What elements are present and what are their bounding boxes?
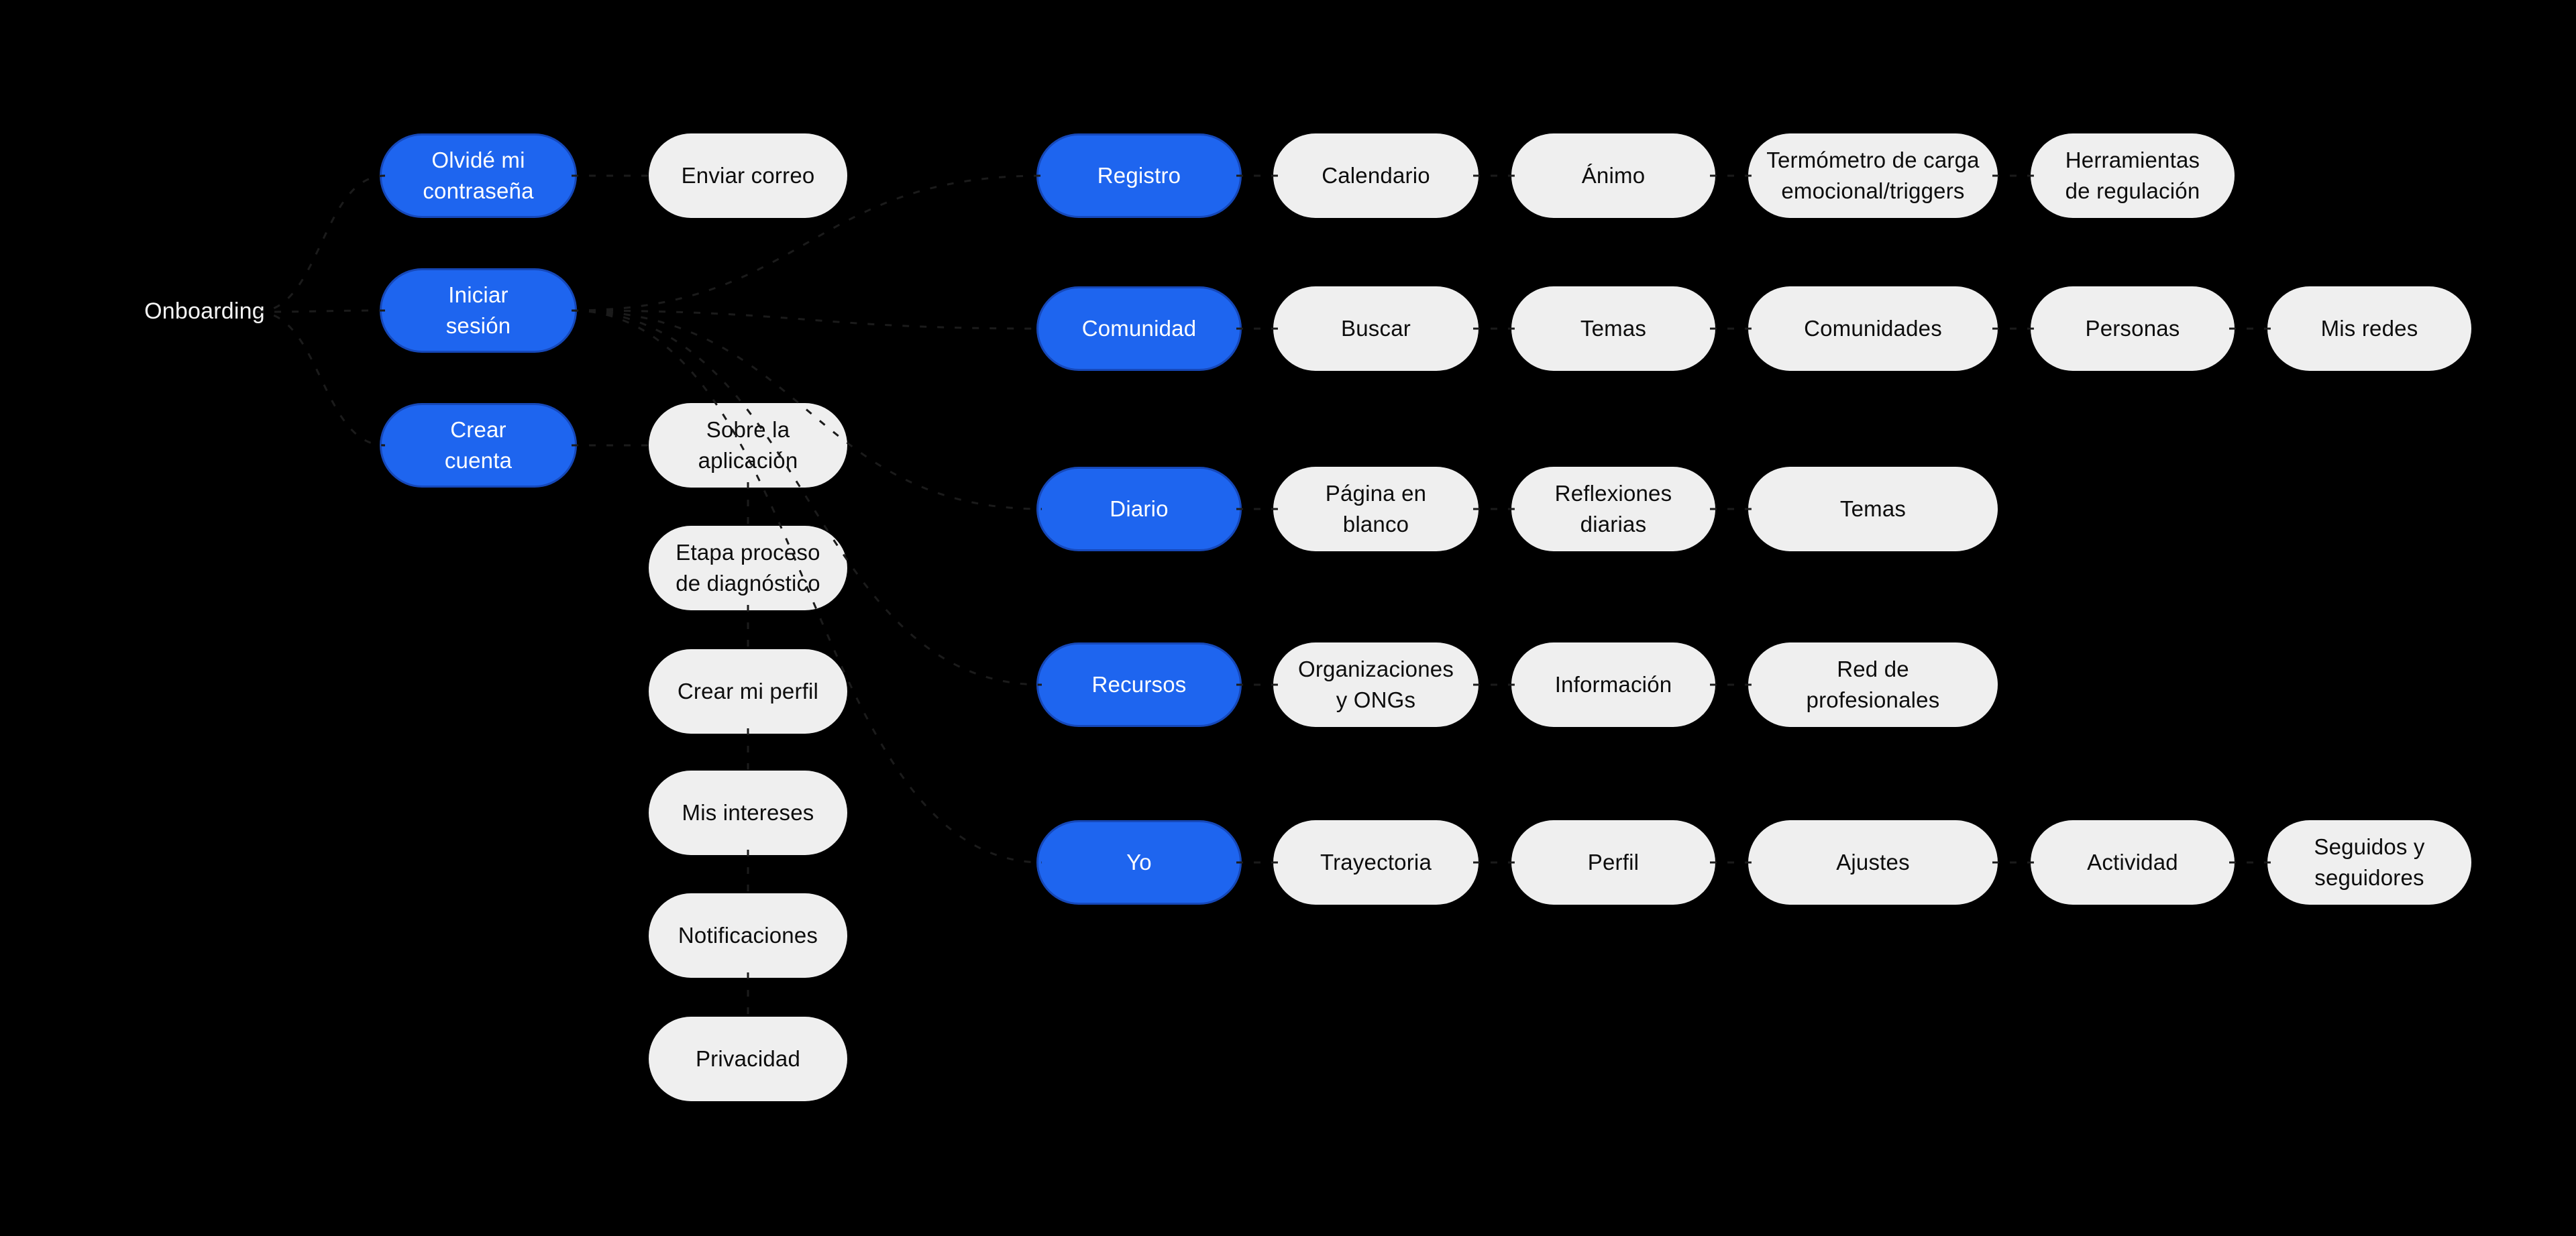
- node-buscar[interactable]: Buscar: [1273, 286, 1479, 371]
- node-comunidad[interactable]: Comunidad: [1036, 286, 1242, 371]
- node-mis-intereses[interactable]: Mis intereses: [649, 771, 847, 855]
- node-personas[interactable]: Personas: [2031, 286, 2235, 371]
- node-label-text: Información: [1554, 671, 1672, 697]
- node-label-text: Calendario: [1322, 162, 1430, 188]
- node-label-text: Mis redes: [2320, 315, 2418, 341]
- node-label-text: Ajustes: [1836, 849, 1910, 875]
- node-label-text: Mis intereses: [682, 799, 814, 825]
- node-crear-cuenta[interactable]: Crear cuenta: [380, 403, 577, 488]
- node-enviar-correo[interactable]: Enviar correo: [649, 133, 847, 218]
- node-comunidades[interactable]: Comunidades: [1748, 286, 1998, 371]
- node-label-text: Ánimo: [1581, 162, 1646, 188]
- node-label-text: Sobre la aplicación: [698, 416, 798, 473]
- node-herramientas-regulacion[interactable]: Herramientas de regulación: [2031, 133, 2235, 218]
- node-notificaciones[interactable]: Notificaciones: [649, 893, 847, 978]
- node-label-text: Página en blanco: [1325, 480, 1427, 537]
- node-label-text: Termómetro de carga emocional/triggers: [1766, 147, 1980, 203]
- node-label-text: Yo: [1126, 849, 1152, 875]
- node-informacion[interactable]: Información: [1511, 642, 1715, 727]
- node-seguidos-y-seguidores[interactable]: Seguidos y seguidores: [2267, 820, 2471, 905]
- node-red-profesionales[interactable]: Red de profesionales: [1748, 642, 1998, 727]
- node-label-text: Actividad: [2087, 849, 2178, 875]
- node-label-text: Crear mi perfil: [677, 678, 819, 704]
- node-perfil[interactable]: Perfil: [1511, 820, 1715, 905]
- node-label-text: Herramientas de regulación: [2065, 147, 2200, 203]
- node-label-text: Crear cuenta: [444, 416, 513, 473]
- node-label-text: Diario: [1110, 496, 1169, 521]
- node-label-text: Olvidé mi contraseña: [423, 147, 534, 203]
- node-sobre-la-aplicacion[interactable]: Sobre la aplicación: [649, 403, 847, 488]
- node-label-text: Red de profesionales: [1806, 656, 1940, 712]
- node-label-text: Notificaciones: [678, 922, 818, 948]
- node-organizaciones-ongs[interactable]: Organizaciones y ONGs: [1273, 642, 1479, 727]
- node-etapa-proceso-diagnostico[interactable]: Etapa proceso de diagnóstico: [649, 526, 847, 610]
- node-diario[interactable]: Diario: [1036, 467, 1242, 551]
- node-label-text: Reflexiones diarias: [1554, 480, 1672, 537]
- node-label-text: Temas: [1839, 496, 1907, 521]
- node-label-text: Buscar: [1341, 315, 1411, 341]
- node-label-text: Etapa proceso de diagnóstico: [676, 539, 820, 596]
- node-label-text: Registro: [1097, 162, 1181, 188]
- connector-onboarding-to-iniciar-sesion: [256, 309, 386, 313]
- node-recursos[interactable]: Recursos: [1036, 642, 1242, 727]
- node-actividad[interactable]: Actividad: [2031, 820, 2235, 905]
- node-yo[interactable]: Yo: [1036, 820, 1242, 905]
- node-trayectoria[interactable]: Trayectoria: [1273, 820, 1479, 905]
- node-label-text: Temas: [1580, 315, 1647, 341]
- connector-onboarding-to-crear-cuenta: [256, 311, 386, 447]
- node-label-text: Enviar correo: [681, 162, 815, 188]
- node-termometro-carga[interactable]: Termómetro de carga emocional/triggers: [1748, 133, 1998, 218]
- node-olvide-mi-contrasena[interactable]: Olvidé mi contraseña: [380, 133, 577, 218]
- node-privacidad[interactable]: Privacidad: [649, 1017, 847, 1101]
- node-animo[interactable]: Ánimo: [1511, 133, 1715, 218]
- node-label-text: Perfil: [1587, 849, 1640, 875]
- connector-iniciar-sesion-to-comunidad: [571, 309, 1042, 330]
- node-pagina-en-blanco[interactable]: Página en blanco: [1273, 467, 1479, 551]
- node-reflexiones-diarias[interactable]: Reflexiones diarias: [1511, 467, 1715, 551]
- node-temas-diario[interactable]: Temas: [1748, 467, 1998, 551]
- node-label-text: Comunidades: [1804, 315, 1942, 341]
- node-temas-comunidad[interactable]: Temas: [1511, 286, 1715, 371]
- node-label-text: Comunidad: [1081, 315, 1197, 341]
- connector-iniciar-sesion-to-recursos: [571, 309, 1042, 686]
- node-label-text: Iniciar sesión: [445, 282, 511, 338]
- node-label-text: Seguidos y seguidores: [2314, 834, 2425, 890]
- node-label-text: Personas: [2085, 315, 2180, 341]
- node-label-text: Trayectoria: [1320, 849, 1432, 875]
- node-label-text: Privacidad: [695, 1046, 801, 1071]
- node-label-text: Onboarding: [144, 298, 265, 325]
- node-registro[interactable]: Registro: [1036, 133, 1242, 218]
- node-mis-redes[interactable]: Mis redes: [2267, 286, 2471, 371]
- node-ajustes[interactable]: Ajustes: [1748, 820, 1998, 905]
- node-label-text: Organizaciones y ONGs: [1297, 656, 1454, 712]
- node-label-text: Recursos: [1091, 671, 1187, 697]
- node-iniciar-sesion[interactable]: Iniciar sesión: [380, 268, 577, 353]
- node-crear-mi-perfil[interactable]: Crear mi perfil: [649, 649, 847, 734]
- connector-onboarding-to-olvide-mi-contrasena: [256, 174, 386, 313]
- flow-label-onboarding: Onboarding: [144, 295, 265, 329]
- node-calendario[interactable]: Calendario: [1273, 133, 1479, 218]
